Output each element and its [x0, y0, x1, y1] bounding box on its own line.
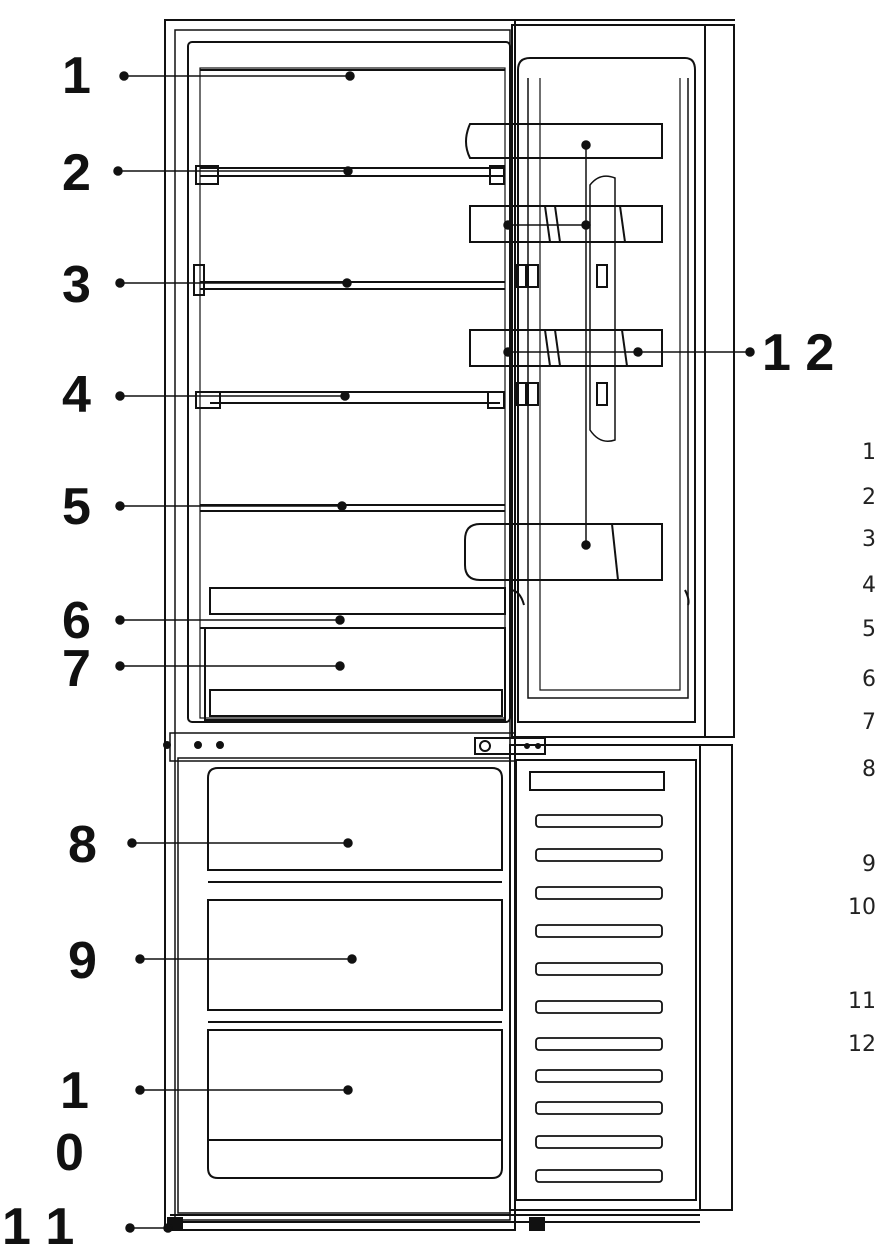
callout-10-bottom: 0 — [55, 1124, 84, 1182]
callout-12: 1 2 — [762, 324, 834, 382]
legend-number-8: 8 — [862, 757, 876, 782]
glass-shelf-2 — [195, 165, 505, 185]
callout-6: 6 — [62, 592, 91, 650]
freezer-drawer-8 — [207, 767, 503, 883]
callout-labels: 1 2 3 4 5 6 7 8 9 1 0 1 1 1 2 — [2, 47, 834, 1246]
callout-2: 2 — [62, 144, 91, 202]
legend-number-12: 12 — [848, 1032, 876, 1057]
legend-number-5: 5 — [862, 617, 876, 642]
adjustable-feet — [167, 1217, 545, 1231]
legend-number-column: 1 2 3 4 5 6 7 8 9 10 11 12 — [848, 440, 876, 1057]
callout-11: 1 1 — [2, 1198, 74, 1246]
callout-1: 1 — [62, 47, 91, 105]
freezer-drawer-10 — [207, 1029, 503, 1179]
freezer-door — [509, 744, 733, 1211]
glass-shelf-5 — [200, 504, 505, 512]
callout-7: 7 — [62, 640, 91, 698]
callout-3: 3 — [62, 256, 91, 314]
glass-shelf-4 — [195, 391, 505, 409]
crisper-cover-6 — [200, 587, 506, 629]
legend-number-3: 3 — [862, 527, 876, 552]
glass-shelf-3 — [193, 264, 505, 296]
crisper-drawer-7 — [204, 627, 506, 721]
legend-number-7: 7 — [862, 710, 876, 735]
legend-number-11: 11 — [848, 989, 876, 1014]
callout-8: 8 — [68, 816, 97, 874]
callout-5: 5 — [62, 478, 91, 536]
callout-4: 4 — [62, 366, 91, 424]
legend-number-10: 10 — [848, 895, 876, 920]
callout-10-top: 1 — [60, 1062, 89, 1120]
fridge-cabinet — [163, 19, 735, 1231]
legend-number-1: 1 — [862, 440, 876, 465]
legend-number-4: 4 — [862, 573, 876, 598]
freezer-drawer-9 — [207, 899, 503, 1023]
callout-9: 9 — [68, 932, 97, 990]
legend-number-9: 9 — [862, 852, 876, 877]
freezer-door-racks — [535, 814, 663, 1183]
legend-number-2: 2 — [862, 485, 876, 510]
fridge-door — [464, 24, 735, 738]
leader-lines — [113, 71, 755, 1233]
legend-number-6: 6 — [862, 667, 876, 692]
